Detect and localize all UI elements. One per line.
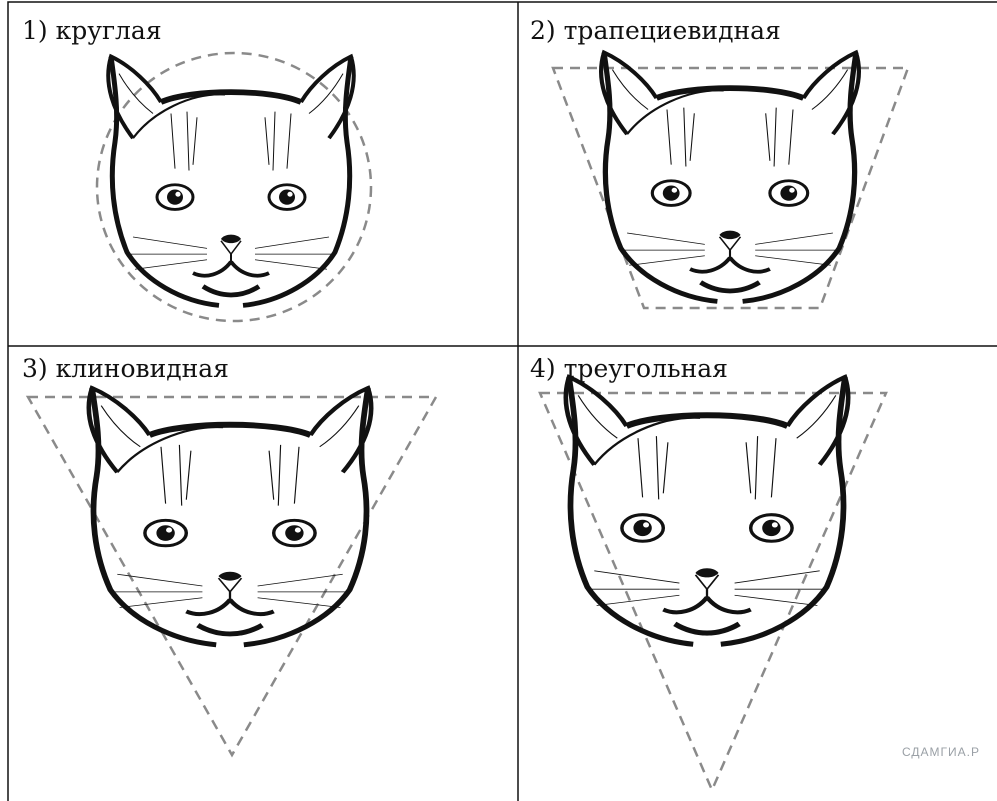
cat-face-triangle — [566, 377, 848, 644]
label-round: 1) круглая — [22, 16, 162, 45]
cat-face-trapezoid — [601, 52, 859, 301]
cat-face-wedge — [89, 388, 371, 645]
cell-4 — [538, 377, 888, 794]
grid-borders — [7, 1, 997, 801]
cat-face-round — [108, 56, 354, 305]
cell-2 — [551, 52, 910, 310]
outer-frame — [7, 1, 997, 801]
label-trapezoid: 2) трапециевидная — [530, 16, 781, 45]
triangle-outline — [538, 391, 888, 794]
watermark: СДАМГИА.Р — [902, 745, 980, 759]
cell-1 — [95, 51, 373, 323]
label-triangle: 4) треугольная — [530, 354, 728, 383]
label-wedge: 3) клиновидная — [22, 354, 229, 383]
round-outline — [95, 51, 373, 323]
cell-3 — [25, 388, 439, 758]
